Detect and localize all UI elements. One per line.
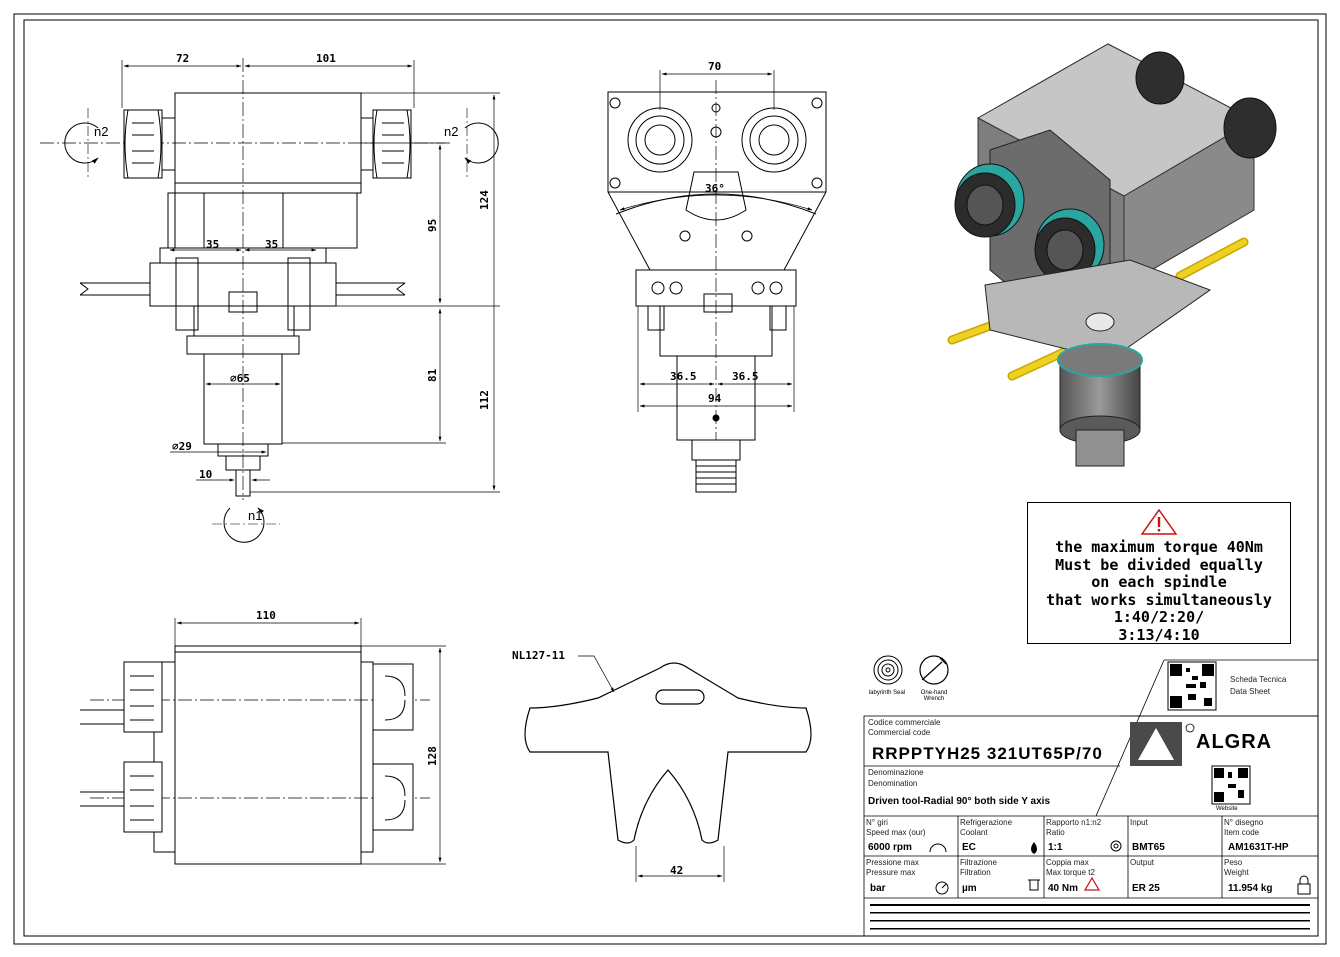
labyrinth-seal-icon [873, 655, 903, 685]
dim-81: 81 [426, 368, 439, 382]
front-view [40, 58, 450, 500]
qr-website-icon [1211, 765, 1251, 805]
trash-icon [1028, 879, 1040, 891]
dim-35-right: 35 [265, 238, 278, 251]
dim-35-left: 35 [206, 238, 219, 251]
pressure-label-it: Pressione max [866, 858, 919, 867]
torque-label-en: Max torque t2 [1046, 868, 1095, 877]
dim-94: 94 [708, 392, 722, 405]
rotation-n2-left [64, 108, 99, 178]
bottom-view [80, 645, 430, 865]
gear-icon [1110, 840, 1122, 852]
weight-label-it: Peso [1224, 858, 1243, 867]
dim-36-5-right: 36.5 [732, 370, 759, 383]
wrench-icon [919, 655, 949, 685]
torque-label-it: Coppia max [1046, 858, 1089, 867]
qr-datasheet-icon [1167, 661, 1217, 711]
inner-frame [23, 19, 1319, 937]
note-line-4: that works simultaneously [1046, 590, 1272, 609]
weight-value: 11.954 kg [1228, 883, 1273, 894]
filtration-label-en: Filtration [960, 868, 991, 877]
algra-logo-icon [1130, 722, 1195, 766]
front-view-dims [121, 60, 500, 493]
filtration-value: µm [962, 883, 977, 894]
denom-label-it: Denominazione [868, 768, 924, 777]
lock-icon [1297, 875, 1311, 895]
dim-72: 72 [176, 52, 189, 65]
note-line-2: Must be divided equally [1055, 555, 1263, 574]
dim-d29: ⌀29 [172, 440, 192, 453]
ratio-label-it: Rapporto n1:n2 [1046, 818, 1102, 827]
output-value: ER 25 [1132, 883, 1160, 894]
scheda-en: Data Sheet [1230, 687, 1271, 696]
filtration-label-it: Filtrazione [960, 858, 997, 867]
key-callout: NL127-11 [512, 649, 565, 662]
note-line-6: 3:13/4:10 [1118, 625, 1200, 644]
input-label: Input [1130, 818, 1148, 827]
bottom-view-dims [174, 618, 446, 865]
dim-d65: ⌀65 [230, 372, 250, 385]
note-line-1: the maximum torque 40Nm [1055, 538, 1263, 556]
torque-warning-note: the maximum torque 40Nm Must be divided … [1027, 502, 1291, 644]
pressure-value: bar [870, 883, 886, 894]
rotation-n1 [212, 507, 280, 543]
title-block-frame [863, 659, 1319, 937]
speed-value: 6000 rpm [868, 842, 912, 853]
speed-dial-icon [929, 843, 947, 853]
dim-42: 42 [670, 864, 683, 877]
n2-left-label: n2 [94, 124, 108, 139]
footer-microtext [870, 904, 1310, 930]
coolant-value: EC [962, 842, 976, 853]
dim-36deg: 36° [705, 182, 725, 195]
labyrinth-label: labyrinth Seal [868, 690, 906, 696]
coolant-label-it: Refrigerazione [960, 818, 1013, 827]
denom-label-en: Denomination [868, 779, 918, 788]
torque-value: 40 Nm [1048, 883, 1079, 894]
side-view [607, 80, 827, 493]
scheda-it: Scheda Tecnica [1230, 675, 1287, 684]
dim-36-5-left: 36.5 [670, 370, 697, 383]
ratio-label-en: Ratio [1046, 828, 1065, 837]
droplet-icon [1031, 842, 1037, 854]
isometric-render [947, 43, 1277, 467]
speed-label-en: Speed max (our) [866, 828, 926, 837]
dim-128: 128 [426, 746, 439, 766]
drawing-label-en: Item code [1224, 828, 1260, 837]
speed-label-it: N° giri [866, 818, 888, 827]
coolant-label-en: Coolant [960, 828, 988, 837]
ratio-value: 1:1 [1048, 842, 1063, 853]
warning-icon [1141, 509, 1177, 535]
website-label: Website [1216, 806, 1238, 812]
gauge-icon [935, 881, 949, 895]
dim-124: 124 [478, 190, 491, 210]
output-label: Output [1130, 858, 1155, 867]
brand-name: ALGRA [1196, 731, 1273, 753]
side-view-dims [619, 70, 813, 412]
commercial-code: RRPPTYH25 321UT65P/70 [872, 744, 1103, 763]
outer-frame [13, 13, 1327, 945]
denomination: Driven tool-Radial 90° both side Y axis [868, 796, 1051, 807]
note-line-3: on each spindle [1091, 573, 1227, 591]
drawing-label-it: N° disegno [1224, 818, 1264, 827]
rotation-n2-right [464, 108, 499, 178]
wrench-label: One-hand Wrench [920, 690, 948, 702]
dim-112: 112 [478, 390, 491, 410]
n2-right-label: n2 [444, 124, 458, 139]
codice-label-en: Commercial code [868, 728, 931, 737]
dim-10: 10 [199, 468, 212, 481]
note-line-5: 1:40/2:20/ [1113, 608, 1205, 626]
dim-101: 101 [316, 52, 336, 65]
pressure-label-en: Pressure max [866, 868, 916, 877]
dim-95: 95 [426, 219, 439, 232]
input-value: BMT65 [1132, 842, 1165, 853]
codice-label-it: Codice commerciale [868, 718, 941, 727]
dim-70: 70 [708, 60, 721, 73]
key-part [524, 655, 812, 882]
drawing-value: AM1631T-HP [1228, 842, 1289, 853]
warning-small-icon [1083, 876, 1101, 891]
n1-label: n1 [248, 508, 262, 523]
weight-label-en: Weight [1224, 868, 1249, 877]
dim-110: 110 [256, 609, 276, 622]
